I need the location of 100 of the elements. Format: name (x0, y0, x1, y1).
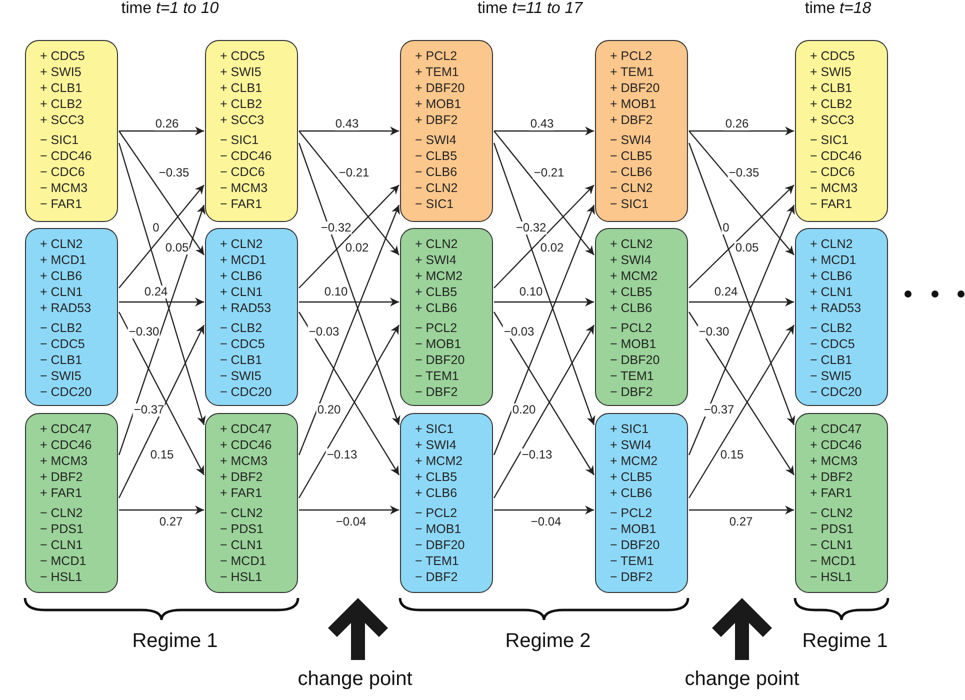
gene-label: − MOB1 (609, 521, 656, 537)
gene-label: + SWI5 (39, 64, 82, 80)
edge-label: 0.10 (323, 286, 349, 298)
edge-label: 0.24 (143, 286, 169, 298)
gene-label: + DBF20 (414, 80, 465, 96)
gene-label: + CLB5 (609, 284, 652, 300)
gene-label: − MOB1 (414, 336, 462, 352)
gene-label: + CDC47 (809, 421, 862, 437)
gene-label: + CLB1 (39, 80, 82, 96)
regime-label: Regime 1 (802, 630, 888, 653)
gene-label: + MCM2 (609, 453, 658, 469)
gene-label: + CLN2 (809, 236, 853, 252)
gene-label: − FAR1 (39, 196, 82, 212)
arrow (493, 312, 595, 476)
arrow (688, 184, 794, 288)
arrow (299, 126, 399, 136)
edge-label: −0.21 (338, 166, 370, 180)
gene-label: + DBF2 (609, 112, 653, 128)
gene-label: − CLB2 (39, 320, 82, 336)
gene-label: − MOB1 (414, 521, 462, 537)
gene-label: + CLB5 (414, 284, 458, 300)
edge-label: −0.04 (530, 516, 562, 528)
regime-label: Regime 2 (505, 630, 591, 653)
gene-label: + MCM2 (414, 268, 463, 284)
edge-label: 0.20 (511, 404, 537, 416)
gene-label: + CLB6 (609, 485, 652, 501)
gene-label: + SIC1 (414, 421, 454, 437)
gene-label: − FAR1 (219, 196, 262, 212)
gene-label: + CDC5 (39, 48, 85, 64)
gene-label: + SWI5 (219, 64, 262, 80)
edge-label: −0.13 (326, 448, 358, 462)
gene-label: − CLN2 (219, 505, 263, 521)
gene-label: − DBF20 (609, 537, 660, 553)
edge-label: 0.15 (719, 448, 745, 462)
gene-label: − PCL2 (609, 505, 652, 521)
gene-label: + CLB2 (39, 96, 82, 112)
gene-label: − TEM1 (414, 368, 459, 384)
arrow (688, 204, 795, 456)
edge-label: −0.32 (320, 222, 352, 234)
gene-label: + CDC46 (809, 437, 862, 453)
gene-label: + FAR1 (809, 485, 852, 501)
gene-label: + DBF20 (609, 80, 660, 96)
gene-cluster-box (595, 413, 688, 593)
arrow (118, 130, 204, 256)
edge-label: 0.27 (728, 516, 754, 528)
arrow (298, 312, 400, 476)
edge-label: −0.13 (520, 448, 554, 462)
gene-label: + CLB6 (39, 268, 82, 284)
gene-label: + SIC1 (609, 421, 649, 437)
gene-label: − MCM3 (219, 180, 268, 196)
gene-label: + SWI4 (414, 437, 456, 453)
gene-label: + CLB1 (809, 80, 852, 96)
gene-label: − SWI4 (609, 132, 652, 148)
gene-cluster-box (400, 413, 493, 593)
gene-label: + CLB6 (809, 268, 852, 284)
edge-label: 0.02 (539, 242, 565, 254)
change-point-label: change point (684, 668, 800, 691)
gene-label: − CLB2 (809, 320, 852, 336)
edge-label: 0.27 (158, 516, 184, 528)
gene-label: + CLN1 (809, 284, 853, 300)
arrow (493, 204, 595, 456)
gene-label: + DBF2 (219, 469, 263, 485)
gene-label: + SWI5 (809, 64, 852, 80)
gene-cluster-box (205, 40, 298, 222)
gene-label: − PDS1 (219, 521, 264, 537)
gene-label: + TEM1 (609, 64, 654, 80)
arrow (118, 142, 206, 426)
gene-label: + FAR1 (39, 485, 82, 501)
gene-label: + RAD53 (39, 300, 92, 316)
edge-label: 0.20 (316, 404, 342, 416)
edge-label: 0.26 (724, 118, 750, 130)
arrow (118, 184, 204, 288)
gene-label: − HSL1 (39, 569, 82, 585)
arrow (688, 130, 794, 256)
gene-label: − PDS1 (39, 521, 84, 537)
arrow (494, 184, 594, 288)
gene-label: − CLN2 (414, 180, 458, 196)
gene-label: − CLN2 (39, 505, 83, 521)
arrow (688, 312, 794, 476)
gene-label: + CLN2 (414, 236, 458, 252)
gene-label: − CDC5 (39, 336, 85, 352)
arrow (494, 126, 594, 136)
gene-label: + MCM3 (39, 453, 88, 469)
time-header: time t=11 to 17 (477, 0, 583, 18)
gene-label: − CDC20 (219, 384, 272, 400)
time-header: time t=1 to 10 (121, 0, 219, 18)
gene-label: + CLB5 (414, 469, 458, 485)
arrow (299, 298, 399, 306)
gene-label: − SIC1 (609, 196, 649, 212)
gene-label: + CDC47 (39, 421, 92, 437)
gene-label: − CDC5 (219, 336, 265, 352)
gene-label: + MCM2 (609, 268, 658, 284)
gene-label: − DBF20 (609, 352, 660, 368)
edge-label: −0.04 (334, 516, 368, 528)
gene-label: − MCD1 (39, 553, 86, 569)
change-point-label: change point (298, 668, 412, 691)
gene-label: + CLB6 (414, 485, 458, 501)
gene-label: + MCD1 (39, 252, 86, 268)
gene-label: + DBF2 (809, 469, 853, 485)
gene-label: − PDS1 (809, 521, 854, 537)
